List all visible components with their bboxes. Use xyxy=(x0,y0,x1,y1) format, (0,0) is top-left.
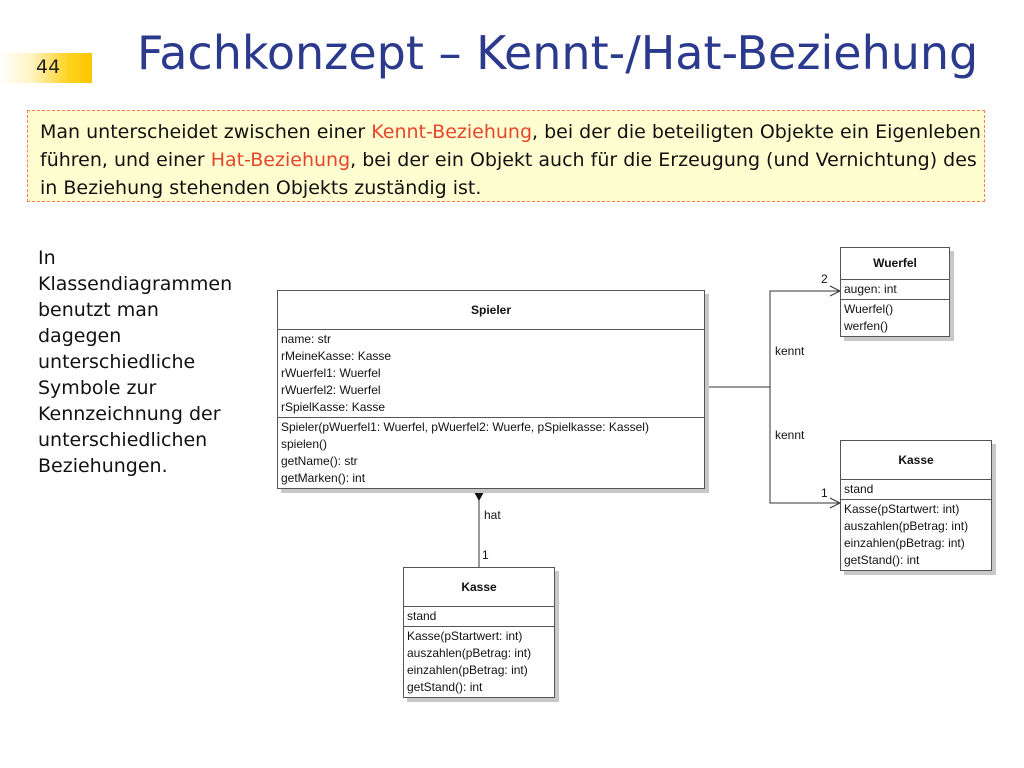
attributes-section: stand xyxy=(404,607,554,627)
attribute: rWuerfel2: Wuerfel xyxy=(281,383,381,397)
kennt-label-bottom: kennt xyxy=(775,428,805,442)
intro-text-2: , bei der die beteiligten Objekte ein Ei… xyxy=(40,121,981,171)
multiplicity-wuerfel: 2 xyxy=(821,272,828,286)
attributes-section: stand xyxy=(841,480,991,500)
multiplicity-kasse-bottom: 1 xyxy=(482,548,489,562)
hat-label: hat xyxy=(484,508,501,522)
method: getMarken(): int xyxy=(281,471,366,485)
method: werfen() xyxy=(844,319,889,333)
method: getStand(): int xyxy=(407,680,483,694)
methods-section: Kasse(pStartwert: int) auszahlen(pBetrag… xyxy=(404,627,554,697)
attributes-section: augen: int xyxy=(841,280,949,300)
methods-section: Spieler(pWuerfel1: Wuerfel, pWuerfel2: W… xyxy=(278,418,704,488)
attribute: rWuerfel1: Wuerfel xyxy=(281,366,381,380)
method: getStand(): int xyxy=(844,553,920,567)
multiplicity-kasse-right: 1 xyxy=(821,486,828,500)
method: einzahlen(pBetrag: int) xyxy=(407,663,528,677)
class-kasse-right: Kasse stand Kasse(pStartwert: int) ausza… xyxy=(840,440,992,571)
class-name: Kasse xyxy=(404,568,554,607)
method: spielen() xyxy=(281,437,328,451)
attribute: rSpielKasse: Kasse xyxy=(281,400,386,414)
attribute: stand xyxy=(844,482,874,496)
method: Kasse(pStartwert: int) xyxy=(844,502,960,516)
method: getName(): str xyxy=(281,454,358,468)
attribute: rMeineKasse: Kasse xyxy=(281,349,392,363)
kennt-connector xyxy=(703,290,840,388)
attribute: augen: int xyxy=(844,282,897,296)
method: auszahlen(pBetrag: int) xyxy=(844,519,969,533)
attributes-section: name: str rMeineKasse: Kasse rWuerfel1: … xyxy=(278,330,704,418)
kennt-highlight: Kennt-Beziehung xyxy=(371,121,533,143)
side-text: In Klassendiagrammen benutzt man dagegen… xyxy=(38,247,233,477)
intro-text-3: , bei der ein Objekt auch für die Erzeug… xyxy=(40,149,977,199)
kennt-label-top: kennt xyxy=(775,344,805,358)
methods-section: Wuerfel() werfen() xyxy=(841,300,949,336)
attribute: stand xyxy=(407,609,437,623)
method: Spieler(pWuerfel1: Wuerfel, pWuerfel2: W… xyxy=(281,420,649,434)
method: einzahlen(pBetrag: int) xyxy=(844,536,965,550)
class-name: Kasse xyxy=(841,441,991,480)
slide-number-bar xyxy=(0,53,92,83)
methods-section: Kasse(pStartwert: int) auszahlen(pBetrag… xyxy=(841,500,991,570)
slide-number: 44 xyxy=(36,56,61,78)
class-name: Spieler xyxy=(278,291,704,330)
class-wuerfel: Wuerfel augen: int Wuerfel() werfen() xyxy=(840,247,950,337)
method: Wuerfel() xyxy=(844,302,894,316)
intro-box: Man unterscheidet zwischen einer Kennt-B… xyxy=(27,110,985,202)
method: auszahlen(pBetrag: int) xyxy=(407,646,532,660)
method: Kasse(pStartwert: int) xyxy=(407,629,523,643)
slide-title: Fachkonzept – Kennt-/Hat-Beziehung xyxy=(137,26,979,80)
class-kasse-bottom: Kasse stand Kasse(pStartwert: int) ausza… xyxy=(403,567,555,698)
class-name: Wuerfel xyxy=(841,248,949,280)
hat-highlight: Hat-Beziehung xyxy=(210,149,351,171)
attribute: name: str xyxy=(281,332,332,346)
intro-text-1: Man unterscheidet zwischen einer xyxy=(40,121,372,143)
class-spieler: Spieler name: str rMeineKasse: Kasse rWu… xyxy=(277,290,705,489)
